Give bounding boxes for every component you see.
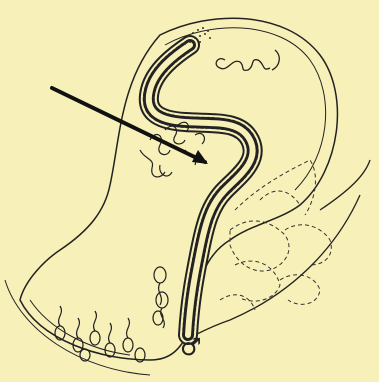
squiggle-upper: [216, 50, 279, 70]
flagellated-cells: [55, 267, 168, 362]
outer-sac-outline: [20, 18, 337, 360]
male-symbol-label: ♂: [180, 335, 202, 359]
coiled-duct: [149, 45, 253, 335]
